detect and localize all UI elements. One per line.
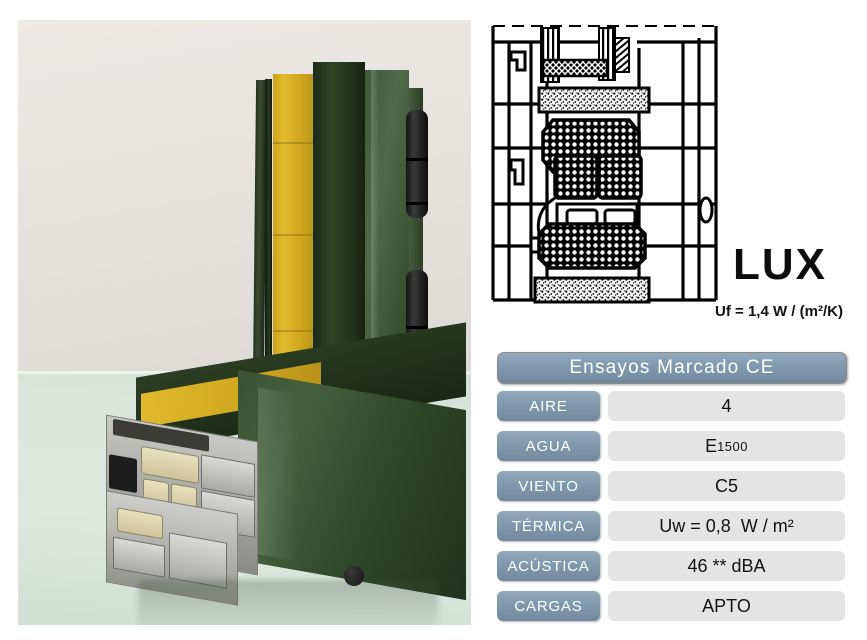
product-photo <box>18 20 471 625</box>
horizontal-sill-section <box>106 322 466 620</box>
ce-value-acustica: 46 ** dBA <box>608 551 845 581</box>
table-row: AIRE 4 <box>497 391 845 421</box>
ce-value-text: Uw = 0,8 W / m² <box>659 515 794 536</box>
ce-table-header: Ensayos Marcado CE <box>497 352 847 384</box>
ce-value-text: C5 <box>714 475 738 496</box>
ce-label-text: VIENTO <box>518 477 579 495</box>
ce-label-text: AIRE <box>529 397 568 415</box>
ce-value-termica: Uw = 0,8 W / m² <box>608 511 845 541</box>
table-row: ACÚSTICA 46 ** dBA <box>497 551 845 581</box>
ce-label-text: TÉRMICA <box>511 517 586 535</box>
ce-table-header-label: Ensayos Marcado CE <box>569 357 775 378</box>
ce-value-text: 46 ** dBA <box>687 555 766 576</box>
profile-cross-section-drawing <box>487 8 722 313</box>
table-row: TÉRMICA Uw = 0,8 W / m² <box>497 511 845 541</box>
hinge-upper <box>406 110 428 218</box>
brand-title: LUX <box>733 240 827 289</box>
ce-label-text: CARGAS <box>514 597 583 615</box>
uf-value-line: Uf = 1,4 W / (m²/K) <box>715 303 843 320</box>
ce-label-agua: AGUA <box>497 431 600 461</box>
ce-label-text: ACÚSTICA <box>507 557 590 575</box>
ce-label-viento: VIENTO <box>497 471 600 501</box>
table-reflection <box>138 580 438 625</box>
ce-value-text: APTO <box>702 595 751 616</box>
ce-value-text: 4 <box>721 395 732 416</box>
ce-value-aire: 4 <box>608 391 845 421</box>
ce-value-viento: C5 <box>608 471 845 501</box>
ce-label-termica: TÉRMICA <box>497 511 600 541</box>
ce-label-acustica: ACÚSTICA <box>497 551 600 581</box>
glass-edge-inner <box>265 79 272 481</box>
table-row: VIENTO C5 <box>497 471 845 501</box>
roller-wheel <box>344 566 364 586</box>
ce-label-aire: AIRE <box>497 391 600 421</box>
ce-value-cargas: APTO <box>608 591 845 621</box>
table-row: CARGAS APTO <box>497 591 845 621</box>
ce-label-cargas: CARGAS <box>497 591 600 621</box>
ce-value-subscript: 1500 <box>717 438 748 454</box>
ce-value-base: E <box>705 435 718 456</box>
ce-label-text: AGUA <box>525 437 572 455</box>
